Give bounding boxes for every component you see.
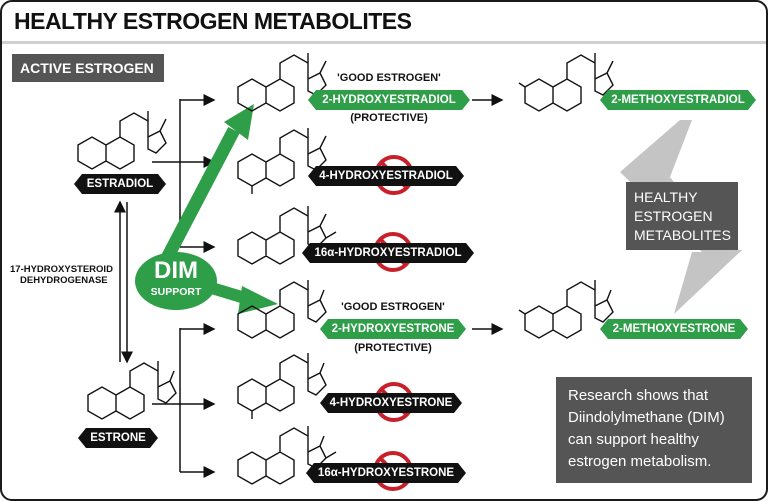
- tag-16oh-e1: 16α-HYDROXYESTRONE: [306, 463, 466, 483]
- dim-label: DIM: [154, 257, 198, 284]
- dim-ellipse: [135, 252, 217, 310]
- protective-caption-e1: (PROTECTIVE): [354, 342, 432, 354]
- title-divider: [2, 41, 766, 44]
- healthy-metabolites-box: HEALTHY ESTROGEN METABOLITES: [626, 182, 738, 250]
- molecule-4oh-e2: [237, 128, 327, 194]
- healthy-line-1: HEALTHY: [634, 189, 698, 205]
- tag-2meo-e2: 2-METHOXYESTRADIOL: [600, 90, 756, 110]
- good-estrogen-caption-e1: 'GOOD ESTROGEN': [341, 301, 445, 313]
- good-estrogen-caption-e2: 'GOOD ESTROGEN': [337, 72, 441, 84]
- research-line-4: estrogen metabolism.: [568, 453, 712, 470]
- molecule-4oh-e1: [237, 353, 327, 419]
- healthy-line-2: ESTROGEN: [634, 208, 713, 224]
- molecule-2oh-e1: [237, 280, 327, 339]
- tag-4oh-e2: 4-HYDROXYESTRADIOL: [308, 166, 464, 186]
- tag-16oh-e2: 16α-HYDROXYESTRADIOL: [302, 243, 474, 263]
- tag-estradiol: ESTRADIOL: [74, 174, 166, 194]
- research-box: Research shows that Diindolylmethane (DI…: [556, 377, 752, 483]
- research-line-3: can support healthy: [568, 431, 699, 448]
- dim-arrow-up: [161, 104, 254, 262]
- molecule-estrone: [87, 361, 177, 420]
- enzyme-label-line2: DEHYDROGENASE: [20, 275, 108, 286]
- healthy-line-3: METABOLITES: [634, 227, 731, 243]
- protective-caption-e2: (PROTECTIVE): [350, 112, 428, 124]
- page-title: HEALTHY ESTROGEN METABOLITES: [14, 8, 412, 34]
- molecule-2meo-e1: [518, 280, 614, 339]
- tag-2oh-e1: 2-HYDROXYESTRONE: [320, 319, 466, 339]
- dim-support-label: SUPPORT: [150, 286, 202, 298]
- enzyme-label-line1: 17-HYDROXYSTEROID: [10, 264, 113, 275]
- tag-2oh-e2: 2-HYDROXYESTRADIOL: [308, 90, 470, 110]
- tag-estrone: ESTRONE: [78, 428, 158, 448]
- active-estrogen-label: ACTIVE ESTROGEN: [12, 54, 164, 82]
- molecule-estradiol: [77, 111, 167, 170]
- tag-4oh-e1: 4-HYDROXYESTRONE: [320, 393, 462, 413]
- tag-2meo-e1: 2-METHOXYESTRONE: [600, 319, 748, 339]
- research-line-2: Diindolylmethane (DIM): [568, 409, 725, 426]
- research-line-1: Research shows that: [568, 387, 709, 404]
- molecule-2meo-e2: [518, 53, 614, 112]
